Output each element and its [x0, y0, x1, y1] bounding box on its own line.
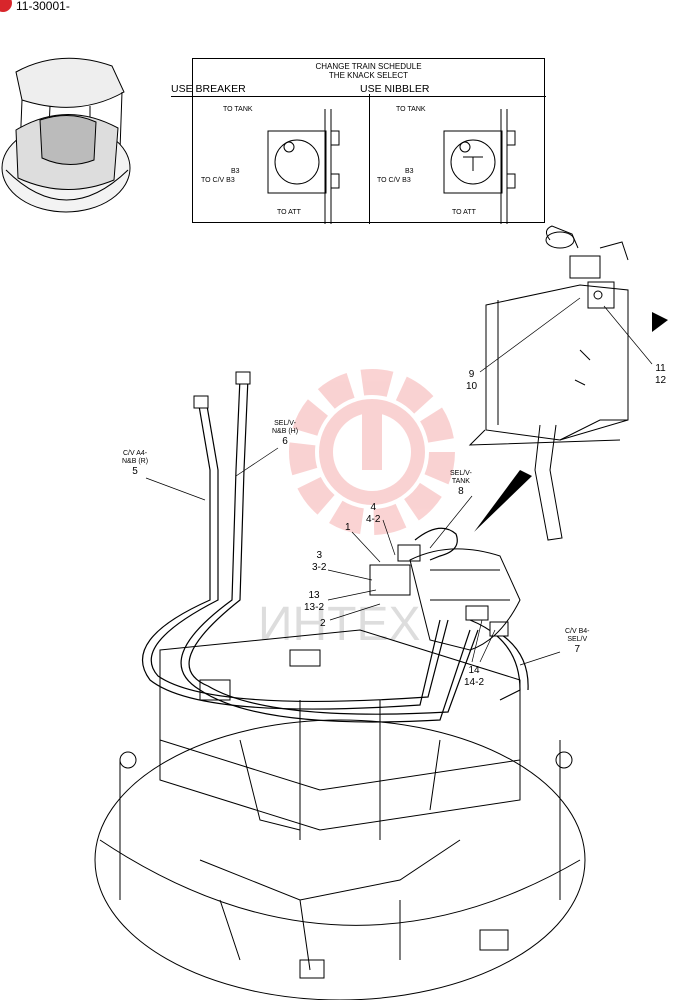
callout-3: 3 3-2 [312, 550, 326, 574]
page-badge [0, 0, 12, 12]
nibbler-to-att: TO ATT [452, 209, 476, 216]
breaker-b3: B3 [231, 168, 240, 175]
callout-6-number: 6 [282, 436, 288, 447]
cab-thumbnail [1, 57, 131, 213]
callout-7-line2: SEL/V [567, 636, 588, 643]
watermark-text: ИНТЕХ [258, 598, 421, 651]
nibbler-b3: B3 [405, 168, 414, 175]
callout-14-number: 14 [468, 665, 480, 676]
hoses [141, 377, 529, 723]
callout-14-2-number: 14-2 [464, 677, 485, 688]
upper-frame [94, 629, 586, 1000]
callout-11-number: 11 [655, 363, 666, 374]
callout-5: C/V A4- N&B (R) 5 [122, 450, 148, 478]
callout-2: 2 [320, 618, 326, 629]
callout-8-line1: SEL/V- [450, 470, 472, 477]
callout-4-2-number: 4-2 [366, 514, 381, 525]
use-nibbler-label: USE NIBBLER [360, 83, 430, 95]
callout-10-number: 10 [466, 381, 478, 392]
change-train-schedule-box: CHANGE TRAIN SCHEDULE THE KNACK SELECT U… [171, 58, 546, 224]
callout-8-line2: TANK [451, 478, 470, 485]
nibbler-to-cv-b3: TO C/V B3 [377, 177, 411, 184]
callout-4-number: 4 [370, 502, 376, 513]
bracket-assembly [468, 225, 629, 541]
callout-3-number: 3 [316, 550, 322, 561]
mode-row: USE BREAKER USE NIBBLER [171, 83, 546, 97]
callout-5-line2: N&B (R) [122, 458, 149, 465]
callout-6: SEL/V- N&B (H) 6 [272, 420, 298, 448]
callout-1: 1 [345, 522, 351, 533]
breaker-to-tank: TO TANK [223, 106, 253, 113]
watermark-gear-logo [289, 369, 455, 535]
nibbler-to-tank: TO TANK [396, 106, 426, 113]
direction-arrow [652, 312, 668, 332]
column-divider [369, 94, 370, 224]
callout-4: 4 4-2 [366, 502, 380, 526]
callout-11-12: 11 12 [655, 363, 666, 387]
callout-7: C/V B4- SEL/V 7 [565, 628, 590, 656]
page-id: 11-30001- [16, 0, 70, 13]
callout-5-line1: C/V A4- [122, 450, 148, 457]
leader-lines [145, 297, 653, 666]
schedule-title-line2: THE KNACK SELECT [328, 71, 409, 80]
callout-3-2-number: 3-2 [312, 562, 327, 573]
callout-9-10: 9 10 [466, 369, 477, 393]
selector-valve-diagrams [267, 109, 516, 224]
callout-6-line2: N&B (H) [272, 428, 299, 435]
callout-7-line1: C/V B4- [565, 628, 590, 635]
callout-8-number: 8 [458, 486, 464, 497]
detail-arrow [474, 470, 532, 532]
callout-13-number: 13 [308, 590, 320, 601]
callout-14: 14 14-2 [464, 665, 484, 689]
callout-8: SEL/V- TANK 8 [450, 470, 472, 498]
breaker-to-att: TO ATT [277, 209, 301, 216]
use-breaker-label: USE BREAKER [171, 83, 246, 95]
callout-5-number: 5 [132, 466, 138, 477]
callout-7-number: 7 [574, 644, 581, 655]
callout-13-2-number: 13-2 [304, 602, 325, 613]
callout-6-line1: SEL/V- [274, 420, 296, 427]
callout-9-number: 9 [468, 369, 475, 380]
callout-13: 13 13-2 [304, 590, 324, 614]
valve-block [409, 548, 521, 651]
breaker-to-cv-b3: TO C/V B3 [201, 177, 235, 184]
callout-12-number: 12 [655, 375, 667, 386]
schedule-title-line1: CHANGE TRAIN SCHEDULE [315, 62, 422, 71]
